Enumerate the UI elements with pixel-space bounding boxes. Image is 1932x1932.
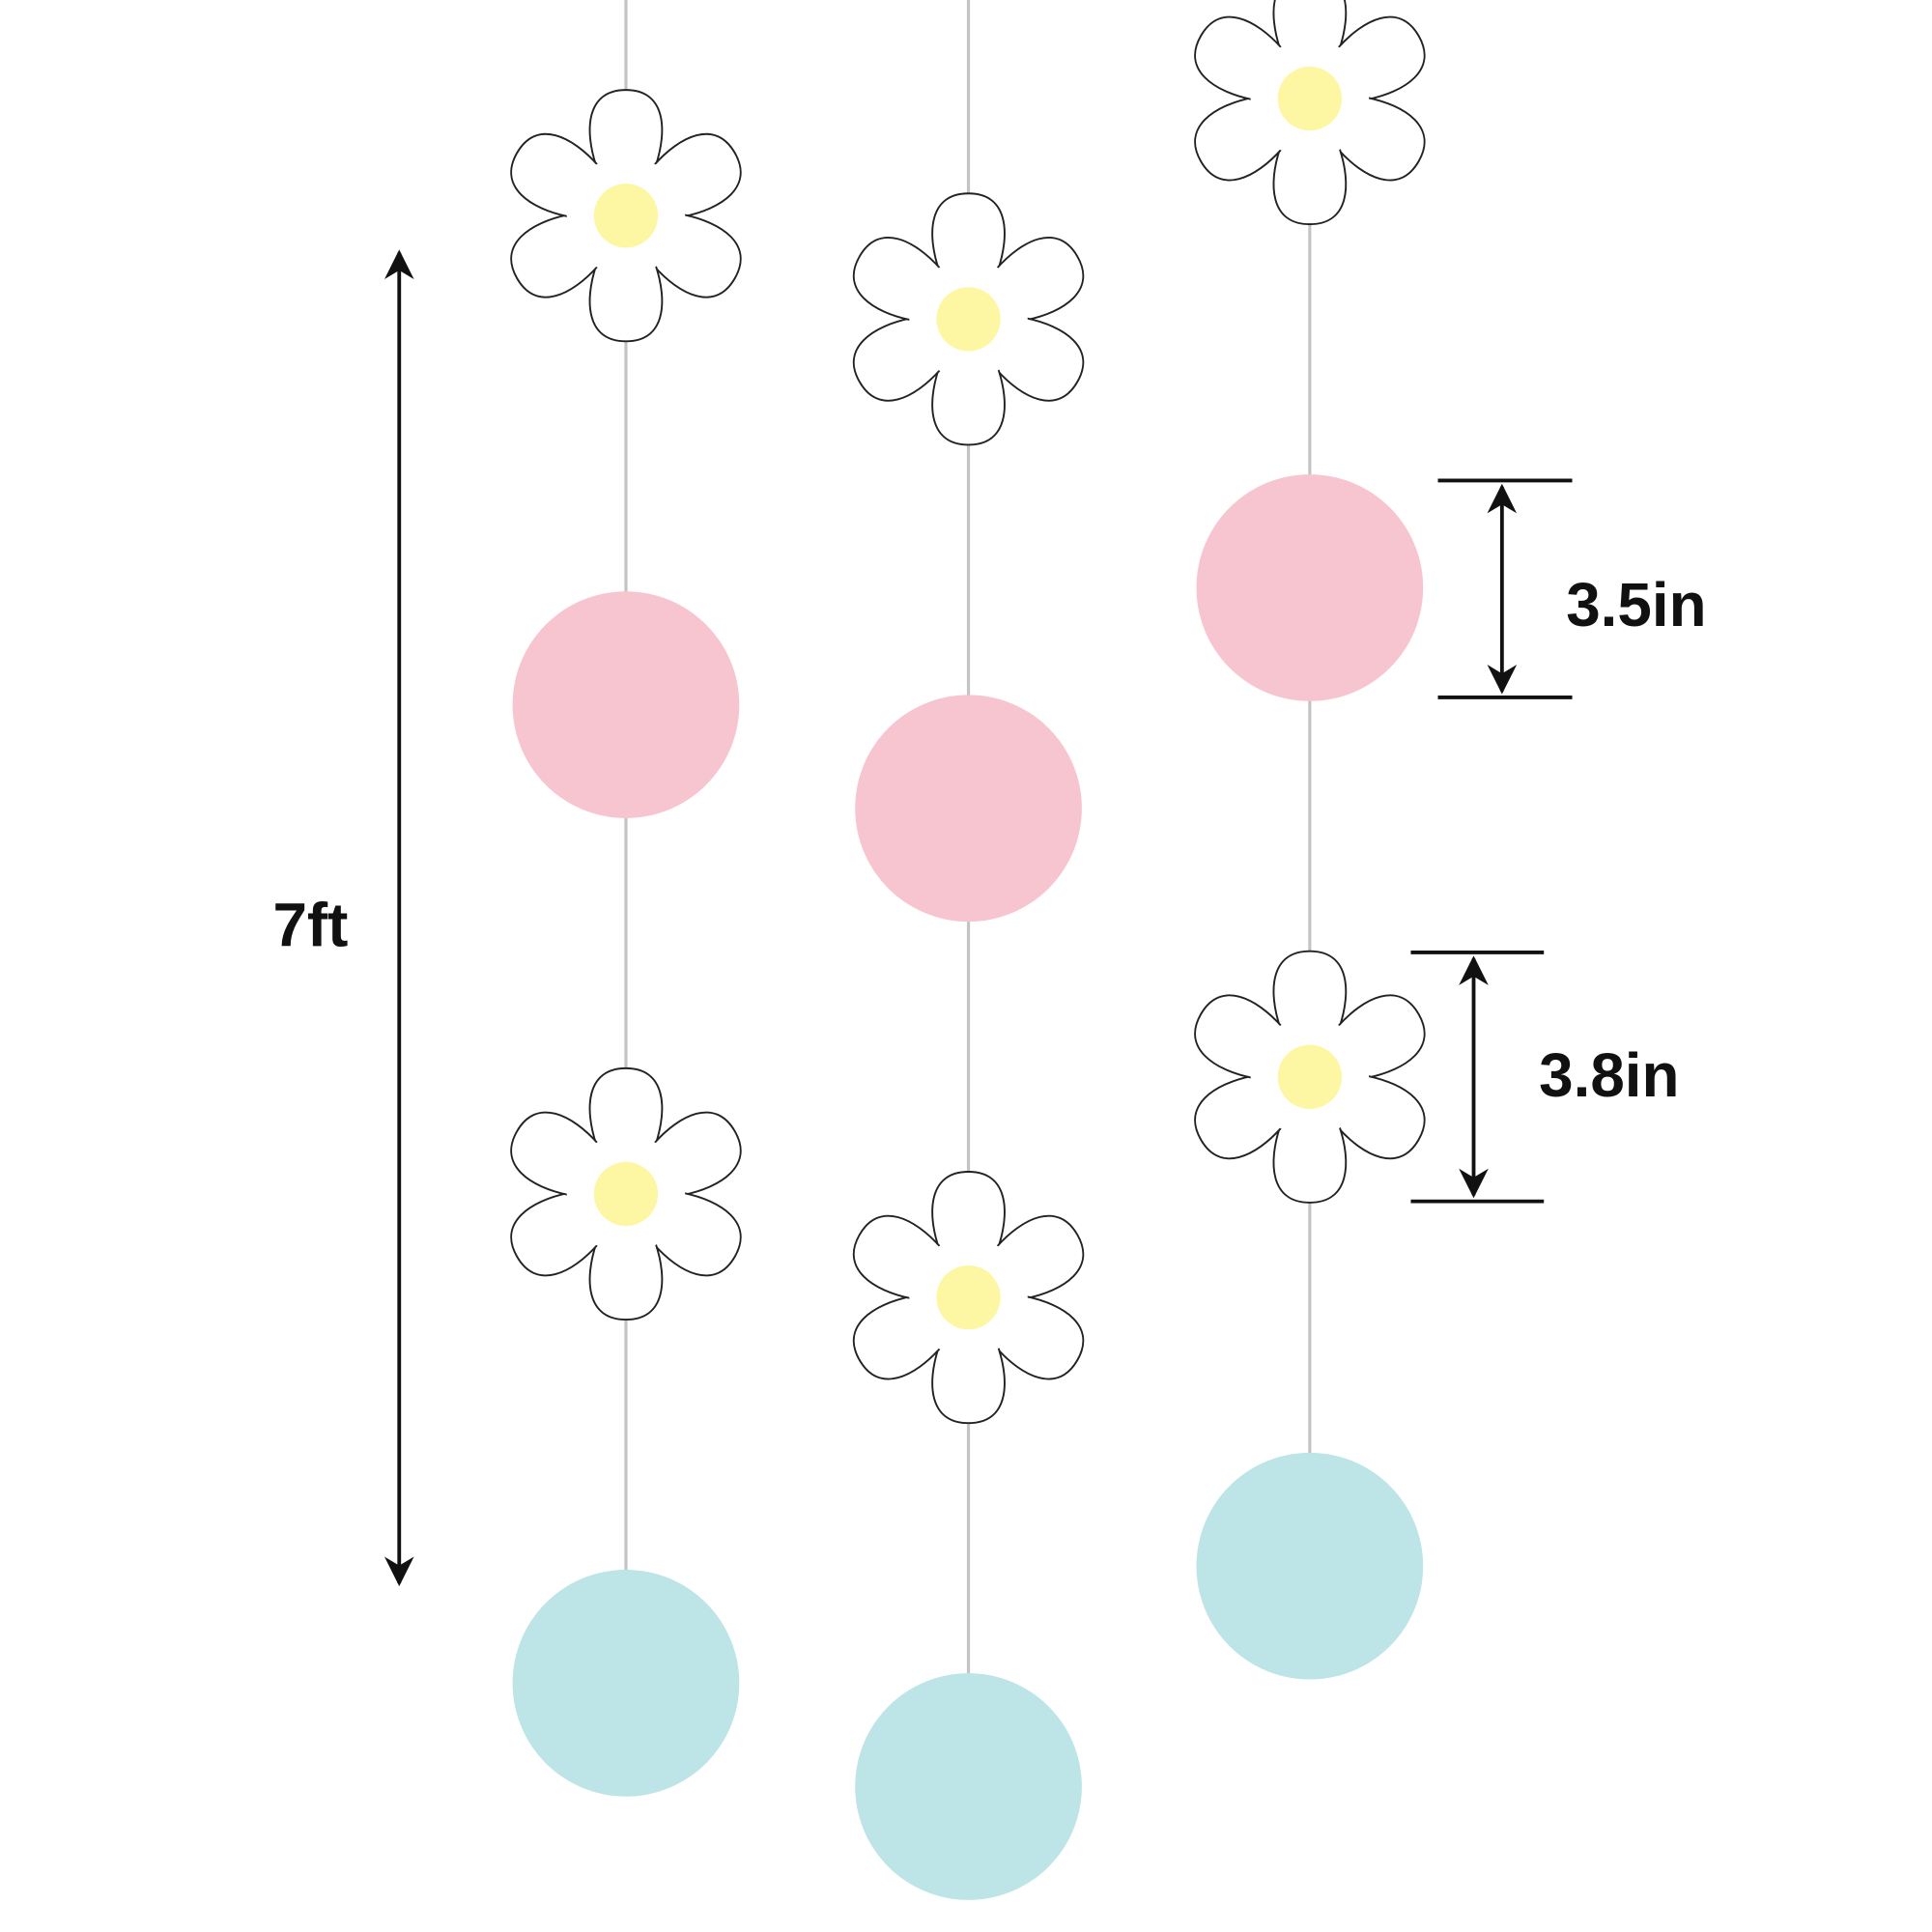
flower-center (1277, 1044, 1343, 1109)
garland-strands (510, 0, 1426, 1900)
blue-circle (1196, 1452, 1424, 1680)
length-label: 7ft (272, 891, 348, 960)
blue-circle (855, 1673, 1082, 1900)
flower-size-label: 3.8in (1539, 1040, 1679, 1110)
strand (1194, 0, 1426, 1680)
flower-center (593, 1161, 659, 1227)
length-dimension: 7ft (272, 249, 414, 1587)
strand (510, 0, 742, 1797)
daisy-flower (1194, 950, 1426, 1204)
flower-center (1277, 66, 1343, 131)
circle-dimension: 3.5in (1437, 478, 1707, 699)
circle-size-label: 3.5in (1566, 570, 1706, 639)
flower-center (936, 1264, 1001, 1330)
flower-dimension: 3.8in (1410, 951, 1679, 1204)
daisy-flower (853, 192, 1085, 446)
flower-center (593, 184, 659, 248)
strand (853, 0, 1085, 1900)
pink-circle (512, 591, 740, 818)
daisy-flower (853, 1171, 1085, 1425)
blue-circle (512, 1570, 740, 1797)
flower-center (936, 287, 1001, 352)
pink-circle (1196, 474, 1424, 701)
daisy-flower (1194, 0, 1426, 226)
daisy-flower (510, 89, 742, 343)
daisy-flower (510, 1066, 742, 1321)
pink-circle (855, 695, 1082, 923)
